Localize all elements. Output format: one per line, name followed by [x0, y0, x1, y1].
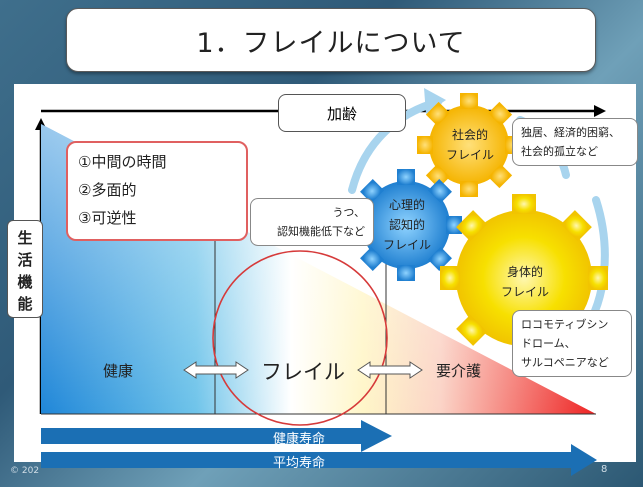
- frailty-features-box: ①中間の時間 ②多面的 ③可逆性: [66, 141, 248, 241]
- stage-care: 要介護: [436, 362, 482, 380]
- arrow-frailty-care: [357, 361, 423, 379]
- gear-physical-label-line-1: 身体的: [506, 265, 543, 279]
- page-number: 8: [601, 464, 608, 475]
- y-axis-label-char-2: 活: [17, 251, 33, 269]
- stage-healthy: 健康: [103, 362, 134, 380]
- x-axis-arrow: [594, 105, 606, 117]
- title-box: 1．フレイルについて: [66, 8, 596, 72]
- page-title: 1．フレイルについて: [196, 27, 466, 59]
- y-axis-label-char-4: 能: [17, 295, 33, 313]
- gear-social-label-line-1: 社会的: [451, 128, 488, 142]
- callout-social: 独居、経済的困窮、 社会的孤立など: [512, 118, 638, 166]
- gear-psychological-label-line-3: フレイル: [382, 238, 431, 252]
- gear-physical-label-line-2: フレイル: [500, 285, 549, 299]
- gear-social-label: 社会的 フレイル: [444, 125, 496, 165]
- frailty-circle: [212, 250, 388, 426]
- average-life-label: 平均寿命: [273, 456, 326, 471]
- gear-psychological-label-line-1: 心理的: [388, 198, 425, 212]
- cycle-arc-top-head: [424, 88, 446, 114]
- gear-psychological-label-line-2: 認知的: [388, 218, 425, 232]
- healthy-life-label: 健康寿命: [273, 432, 326, 447]
- callout-social-line-2: 社会的孤立など: [521, 145, 598, 158]
- gear-psychological-label: 心理的 認知的 フレイル: [381, 195, 433, 255]
- feature-1: ①中間の時間: [78, 153, 167, 171]
- footer-copyright: © 202: [10, 466, 40, 476]
- y-axis-label-char-1: 生: [17, 229, 33, 247]
- callout-physical-line-3: サルコペニアなど: [521, 356, 609, 369]
- callout-physical: ロコモティブシン ドローム、 サルコペニアなど: [512, 310, 632, 377]
- gear-social-label-line-2: フレイル: [445, 148, 494, 162]
- arrow-health-frailty: [183, 361, 249, 379]
- average-life-bar: [41, 444, 597, 476]
- gear-psychological: [350, 169, 462, 281]
- y-axis-label-char-3: 機: [17, 273, 33, 291]
- feature-3: ③可逆性: [78, 209, 137, 227]
- stage-frailty: フレイル: [261, 360, 345, 384]
- feature-2: ②多面的: [78, 181, 137, 199]
- aging-label: 加齢: [326, 104, 357, 123]
- callout-psychological-line-2: 認知機能低下など: [277, 225, 365, 238]
- healthy-life-bar: [41, 420, 392, 452]
- callout-psychological-line-1: うつ、: [332, 206, 365, 219]
- aging-label-box: 加齢: [278, 94, 406, 132]
- gear-physical-label: 身体的 フレイル: [497, 262, 553, 302]
- callout-social-line-1: 独居、経済的困窮、: [521, 126, 620, 139]
- y-axis-label-box: 生 活 機 能: [7, 220, 43, 318]
- callout-physical-line-1: ロコモティブシン: [521, 318, 609, 331]
- callout-psychological: うつ、 認知機能低下など: [250, 198, 374, 246]
- callout-physical-line-2: ドローム、: [521, 337, 576, 350]
